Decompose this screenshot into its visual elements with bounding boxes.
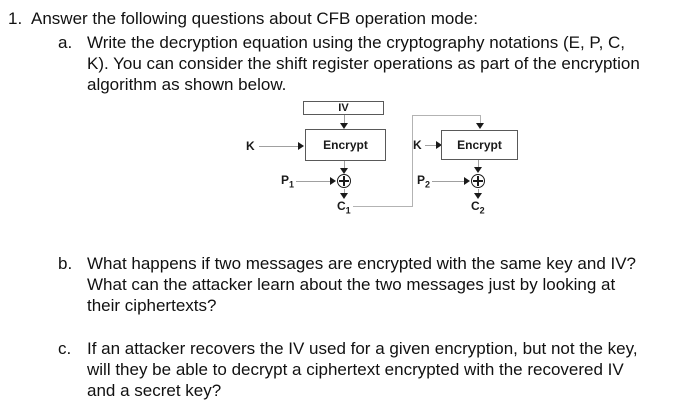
xor-icon-1 — [337, 174, 351, 188]
encrypt2-to-xor2-arrowhead-icon — [474, 167, 482, 173]
encrypt1-to-xor1-arrowhead-icon — [340, 168, 348, 174]
part-c-line-3: and a secret key? — [87, 381, 222, 400]
plaintext-2-base: P — [417, 173, 426, 187]
part-a-line-3: algorithm as shown below. — [87, 75, 287, 94]
ciphertext-2-sub: 2 — [479, 205, 485, 216]
ciphertext-2-base: C — [471, 199, 480, 213]
feedback-line-bottom — [353, 206, 413, 207]
key1-arrowhead-icon — [298, 142, 304, 150]
plaintext-label-2: P2 — [417, 173, 430, 189]
feedback-arrowhead-icon — [476, 123, 484, 129]
part-b-label: b. — [58, 254, 73, 273]
feedback-line-top — [412, 115, 481, 116]
encrypt-box-1: Encrypt — [305, 129, 386, 161]
xor2-to-c2-arrowhead-icon — [474, 193, 482, 199]
plaintext-2-sub: 2 — [425, 179, 431, 190]
plaintext-1-sub: 1 — [289, 179, 295, 190]
encrypt-box-2-label: Encrypt — [457, 138, 502, 152]
xor-icon-2 — [471, 174, 485, 188]
p1-arrowhead-icon — [330, 177, 336, 185]
part-c-line-2: will they be able to decrypt a ciphertex… — [87, 360, 624, 379]
part-a-line-1: Write the decryption equation using the … — [87, 33, 626, 52]
feedback-line-vertical — [412, 115, 413, 207]
iv-box: IV — [303, 101, 384, 115]
encrypt-box-2: Encrypt — [441, 130, 518, 160]
encrypt-box-1-label: Encrypt — [323, 138, 368, 152]
p1-arrow-line — [296, 181, 331, 182]
part-b-line-1: What happens if two messages are encrypt… — [87, 254, 637, 273]
question-intro: Answer the following questions about CFB… — [31, 9, 478, 28]
part-a-label: a. — [58, 33, 73, 52]
ciphertext-label-2: C2 — [471, 199, 485, 215]
xor1-to-c1-line — [344, 189, 345, 194]
xor2-to-c2-line — [478, 189, 479, 194]
key-label-2: K — [413, 138, 422, 152]
key-label-1: K — [246, 139, 255, 153]
encrypt1-to-xor1-line — [344, 161, 345, 169]
iv-to-encrypt1-arrowhead-icon — [340, 123, 348, 129]
ciphertext-1-sub: 1 — [345, 205, 351, 216]
key2-arrowhead-icon — [436, 141, 442, 149]
xor1-to-c1-arrowhead-icon — [340, 193, 348, 199]
p2-arrowhead-icon — [464, 177, 470, 185]
plaintext-1-base: P — [281, 173, 290, 187]
part-b-line-2: What can the attacker learn about the tw… — [87, 275, 616, 294]
question-number: 1. — [8, 9, 23, 28]
part-c-label: c. — [58, 339, 72, 358]
ciphertext-1-base: C — [337, 199, 346, 213]
iv-to-encrypt1-line — [344, 115, 345, 124]
ciphertext-label-1: C1 — [337, 199, 351, 215]
part-a-line-2: K). You can consider the shift register … — [87, 54, 640, 73]
feedback-line-drop — [480, 115, 481, 124]
part-c-line-1: If an attacker recovers the IV used for … — [87, 339, 638, 358]
key1-arrow-line — [259, 146, 299, 147]
part-b-line-3: their ciphertexts? — [87, 296, 217, 315]
iv-label: IV — [338, 102, 349, 114]
encrypt2-to-xor2-line — [478, 160, 479, 168]
p2-arrow-line — [432, 181, 465, 182]
plaintext-label-1: P1 — [281, 173, 294, 189]
key2-arrow-line — [425, 145, 437, 146]
